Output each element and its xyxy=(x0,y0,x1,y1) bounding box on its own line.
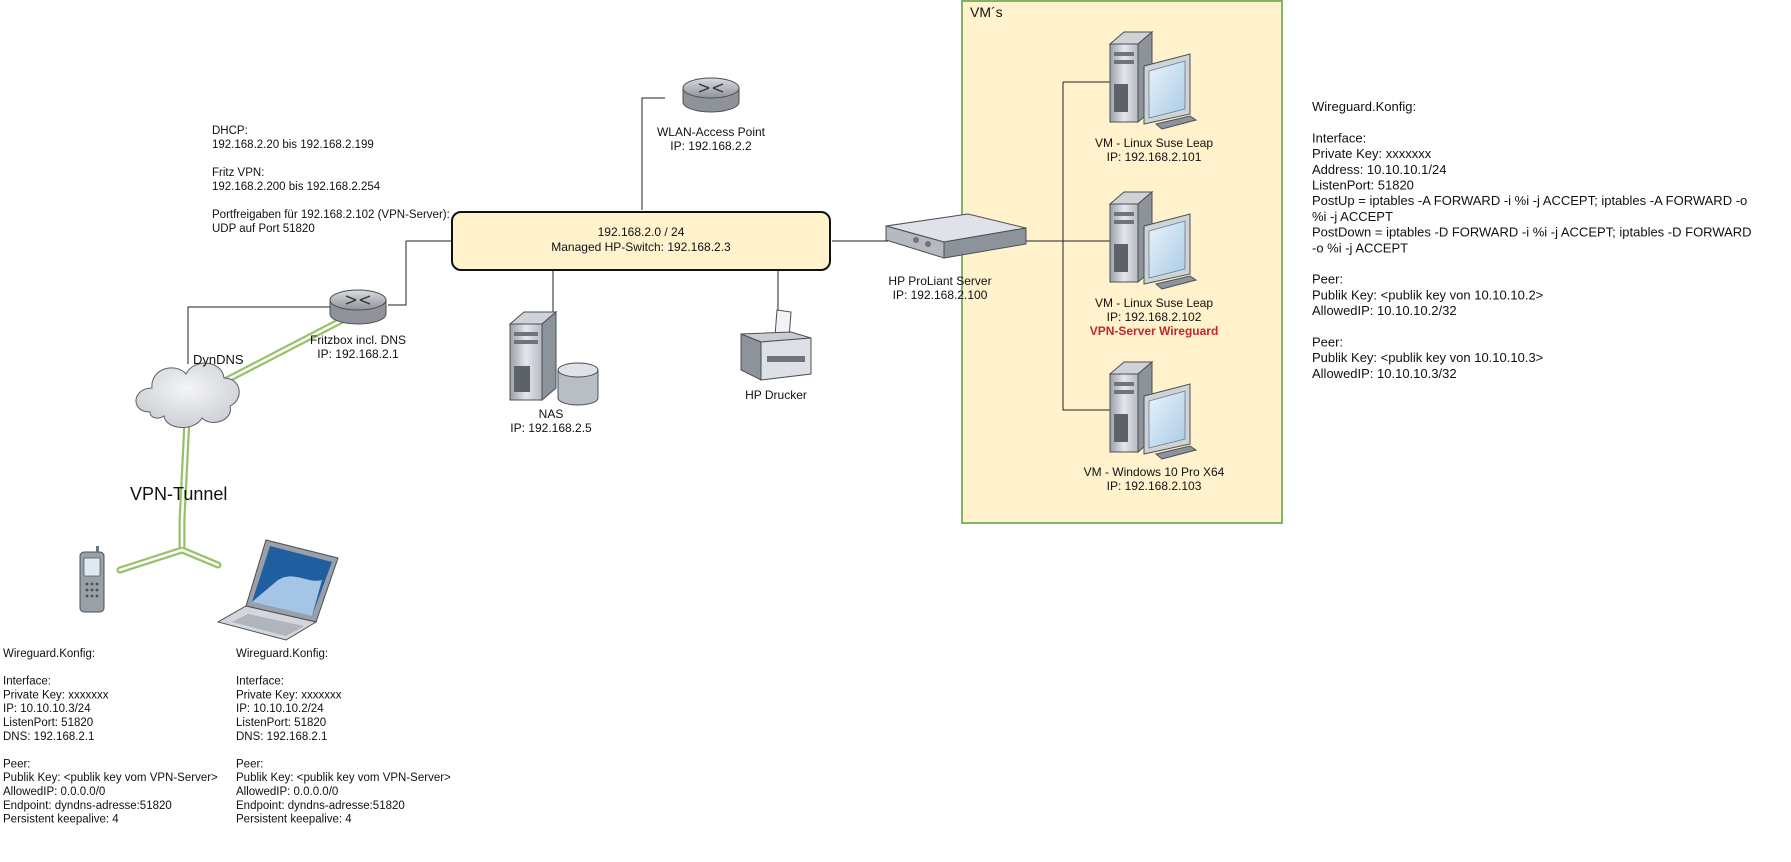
hp-printer: HP Drucker xyxy=(740,309,812,402)
nas-name: NAS xyxy=(539,407,564,421)
phone-config-line: Peer: xyxy=(3,758,31,770)
vm-3: VM - Windows 10 Pro X64 IP: 192.168.2.10… xyxy=(1084,361,1225,493)
dyndns-label: DynDNS xyxy=(193,352,244,367)
server-config-line: %i -j ACCEPT xyxy=(1312,209,1393,224)
info-note-line: UDP auf Port 51820 xyxy=(212,223,315,235)
server-config-line: Address: 10.10.10.1/24 xyxy=(1312,162,1446,177)
wlan-ip: IP: 192.168.2.2 xyxy=(670,139,752,153)
phone-config-line: Wireguard.Konfig: xyxy=(3,648,95,660)
server-config-line: Peer: xyxy=(1312,272,1343,287)
vm-name: VM - Windows 10 Pro X64 xyxy=(1084,465,1225,479)
vm-1: VM - Linux Suse Leap IP: 192.168.2.101 xyxy=(1095,31,1213,164)
server-config-line: -o %i -j ACCEPT xyxy=(1312,240,1408,255)
printer-name: HP Drucker xyxy=(745,388,807,402)
laptop-config-line: AllowedIP: 0.0.0.0/0 xyxy=(236,786,338,798)
phone-config-line: DNS: 192.168.2.1 xyxy=(3,731,94,743)
cloud-icon xyxy=(135,362,240,428)
rack-server-icon xyxy=(885,213,1027,259)
managed-switch: 192.168.2.0 / 24 Managed HP-Switch: 192.… xyxy=(451,211,831,271)
vm-name: VM - Linux Suse Leap xyxy=(1095,136,1213,150)
phone-config-line: Interface: xyxy=(3,676,51,688)
nas-ip: IP: 192.168.2.5 xyxy=(510,421,592,435)
server-config-line: PostDown = iptables -D FORWARD -i %i -j … xyxy=(1312,225,1752,240)
vm-note: VPN-Server Wireguard xyxy=(1090,324,1219,338)
server-config-line: Interface: xyxy=(1312,130,1366,145)
info-note-line: Fritz VPN: xyxy=(212,167,264,179)
laptop-config-line: DNS: 192.168.2.1 xyxy=(236,731,327,743)
server-config-line: Publik Key: <publik key von 10.10.10.2> xyxy=(1312,287,1543,302)
wlan-access-point: WLAN-Access Point IP: 192.168.2.2 xyxy=(657,77,766,153)
vm-2: VM - Linux Suse Leap IP: 192.168.2.102 V… xyxy=(1090,191,1219,338)
switch-box xyxy=(451,211,831,271)
vm-name: VM - Linux Suse Leap xyxy=(1095,296,1213,310)
laptop-config-line: Publik Key: <publik key vom VPN-Server> xyxy=(236,772,451,784)
nas: NAS IP: 192.168.2.5 xyxy=(508,310,599,435)
phone-config-line: Endpoint: dyndns-adresse:51820 xyxy=(3,800,172,812)
vm-ip: IP: 192.168.2.103 xyxy=(1107,479,1202,493)
phone-config-line: ListenPort: 51820 xyxy=(3,717,93,729)
laptop-config-line: Wireguard.Konfig: xyxy=(236,648,328,660)
server-config-line: Private Key: xxxxxxx xyxy=(1312,146,1432,161)
phone-config-line: Private Key: xxxxxxx xyxy=(3,689,109,701)
laptop-config-line: ListenPort: 51820 xyxy=(236,717,326,729)
vm-ip: IP: 192.168.2.102 xyxy=(1107,310,1202,324)
router-icon xyxy=(682,77,740,113)
dyndns-cloud: DynDNS xyxy=(135,352,244,428)
laptop-config-line: Persistent keepalive: 4 xyxy=(236,814,352,826)
connection-lines xyxy=(187,81,1113,411)
laptop-config-line: Interface: xyxy=(236,676,284,688)
vpn-tunnel-label: VPN-Tunnel xyxy=(130,484,227,504)
mobile-phone xyxy=(79,546,105,613)
info-note-line: Portfreigaben für 192.168.2.102 (VPN-Ser… xyxy=(212,209,450,221)
printer-icon xyxy=(740,309,812,381)
proliant-ip: IP: 192.168.2.100 xyxy=(893,288,988,302)
laptop xyxy=(216,539,339,641)
phone-config-line: Publik Key: <publik key vom VPN-Server> xyxy=(3,772,218,784)
switch-subnet: 192.168.2.0 / 24 xyxy=(598,225,685,239)
laptop-wireguard-config: Wireguard.Konfig: Interface:Private Key: … xyxy=(236,648,451,826)
laptop-config-line: Private Key: xxxxxxx xyxy=(236,689,342,701)
phone-config-line: Persistent keepalive: 4 xyxy=(3,814,119,826)
laptop-config-line: IP: 10.10.10.2/24 xyxy=(236,703,324,715)
hp-proliant-server: HP ProLiant Server IP: 192.168.2.100 xyxy=(885,213,1027,302)
laptop-config-line: Peer: xyxy=(236,758,264,770)
router-icon xyxy=(329,289,387,325)
info-note-line: 192.168.2.200 bis 192.168.2.254 xyxy=(212,181,381,193)
vm-ip: IP: 192.168.2.101 xyxy=(1107,150,1202,164)
server-config-line: Peer: xyxy=(1312,335,1343,350)
phone-config-line: AllowedIP: 0.0.0.0/0 xyxy=(3,786,105,798)
fritzbox-ip: IP: 192.168.2.1 xyxy=(317,347,399,361)
server-config-line: PostUp = iptables -A FORWARD -i %i -j AC… xyxy=(1312,193,1747,208)
server-config-line: AllowedIP: 10.10.10.2/32 xyxy=(1312,303,1457,318)
fritzbox-name: Fritzbox incl. DNS xyxy=(310,333,406,347)
dhcp-info-note: DHCP: 192.168.2.20 bis 192.168.2.199Fritz… xyxy=(212,125,450,235)
fritzbox: Fritzbox incl. DNS IP: 192.168.2.1 xyxy=(310,289,406,361)
proliant-name: HP ProLiant Server xyxy=(888,274,991,288)
phone-config-line: IP: 10.10.10.3/24 xyxy=(3,703,91,715)
nas-server-icon xyxy=(508,310,599,406)
phone-wireguard-config: Wireguard.Konfig: Interface:Private Key: … xyxy=(3,648,218,826)
server-config-line: Wireguard.Konfig: xyxy=(1312,99,1416,114)
switch-name: Managed HP-Switch: 192.168.2.3 xyxy=(551,240,731,254)
server-config-line: AllowedIP: 10.10.10.3/32 xyxy=(1312,366,1457,381)
wlan-name: WLAN-Access Point xyxy=(657,125,766,139)
laptop-config-line: Endpoint: dyndns-adresse:51820 xyxy=(236,800,405,812)
vm-group-title: VM´s xyxy=(970,4,1003,20)
info-note-line: DHCP: xyxy=(212,125,248,137)
server-config-line: Publik Key: <publik key von 10.10.10.3> xyxy=(1312,350,1543,365)
info-note-line: 192.168.2.20 bis 192.168.2.199 xyxy=(212,139,374,151)
server-config-line: ListenPort: 51820 xyxy=(1312,178,1414,193)
server-wireguard-config: Wireguard.Konfig: Interface:Private Key: … xyxy=(1312,99,1752,381)
